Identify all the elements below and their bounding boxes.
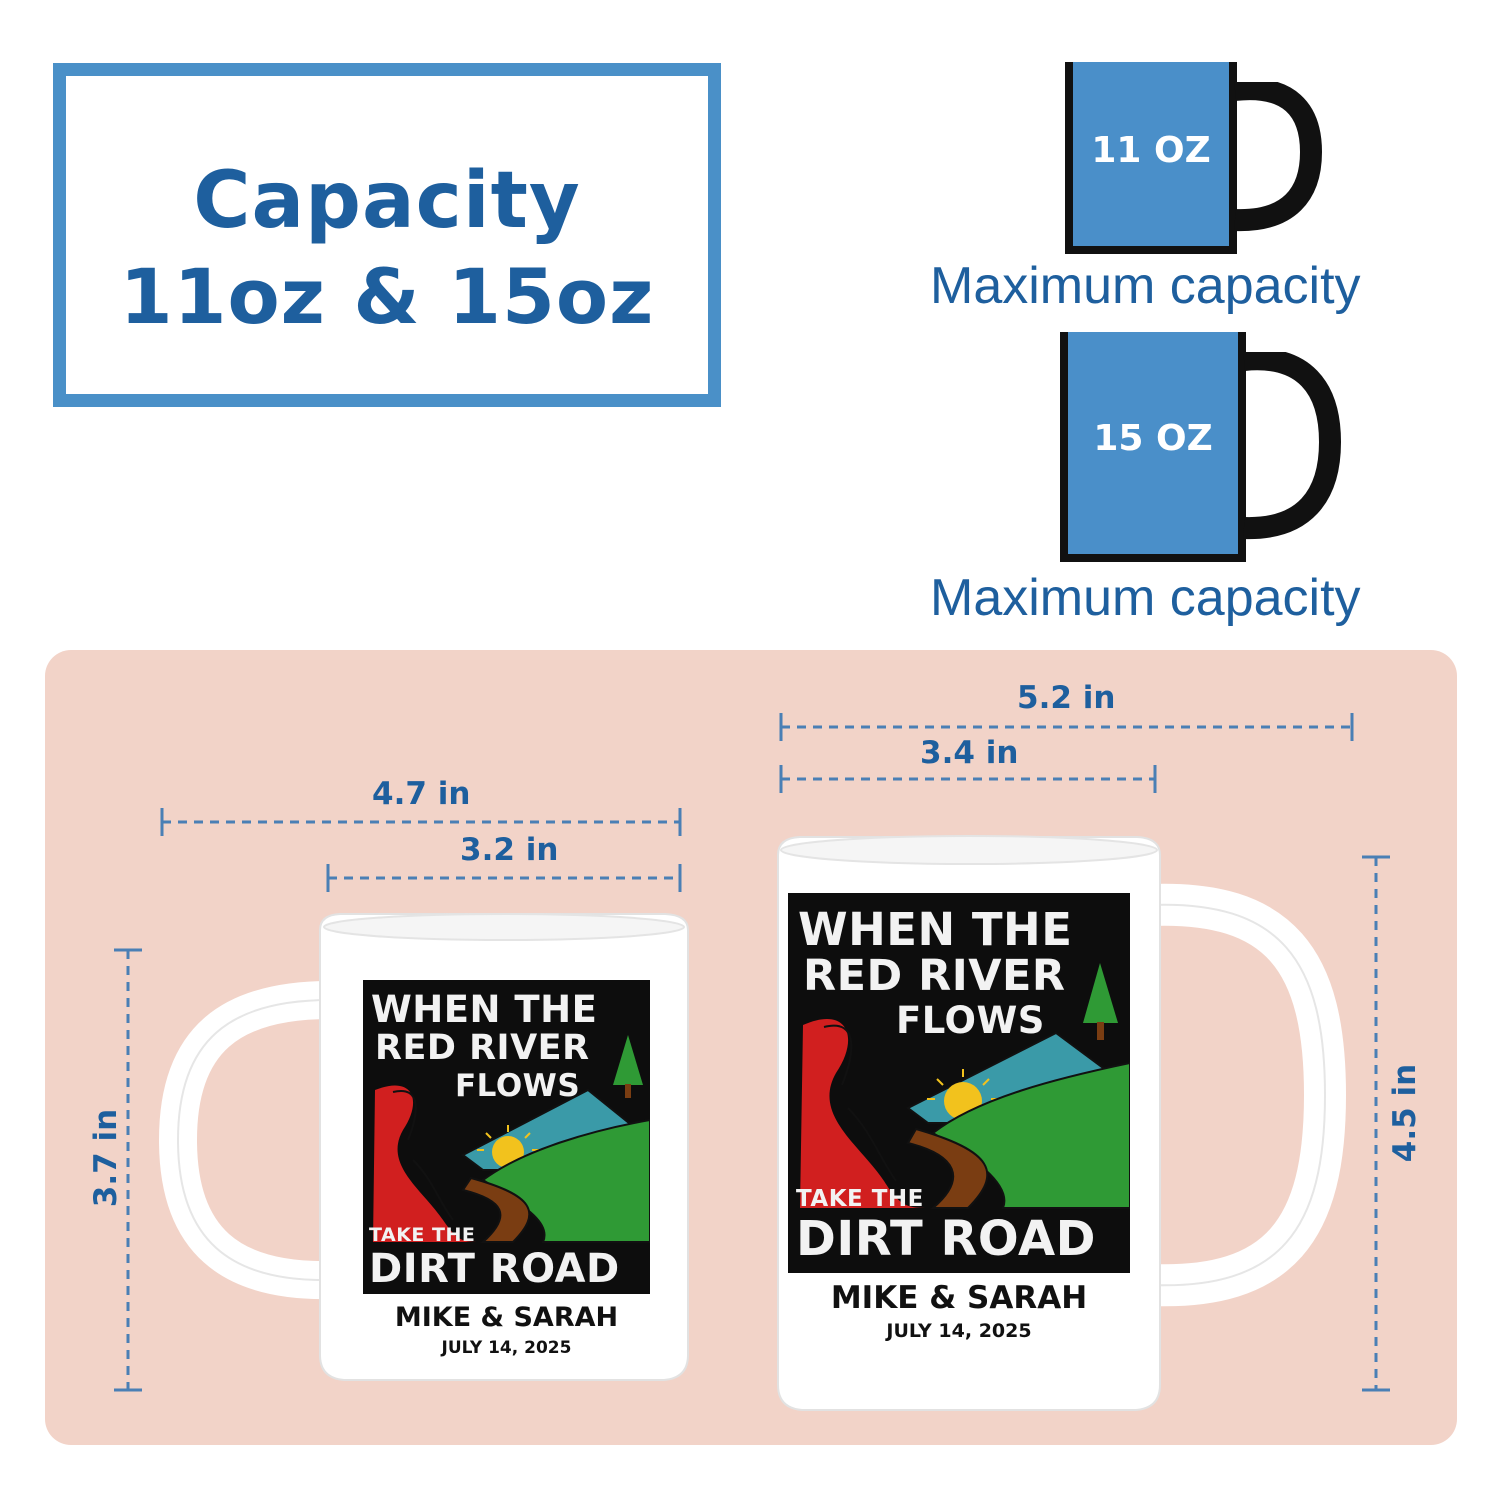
design-line-1: WHEN THE xyxy=(798,903,1073,956)
mug-11oz-label: 11 OZ xyxy=(1091,130,1211,171)
large-mug-design: WHEN THE RED RIVER FLOWS TAKE THE DIRT R… xyxy=(788,893,1130,1273)
large-mug-height: 4.5 in xyxy=(1387,1063,1423,1163)
design-line-3: FLOWS xyxy=(455,1068,581,1104)
small-mug-total-width: 4.7 in xyxy=(372,776,471,812)
capacity-caption-11oz: Maximum capacity xyxy=(930,257,1361,315)
mug-15oz-label: 15 OZ xyxy=(1093,418,1213,459)
large-mug-body-width: 3.4 in xyxy=(920,735,1019,771)
design-line-3: FLOWS xyxy=(896,999,1045,1042)
capacity-title: Capacity xyxy=(193,156,581,246)
design-line-4: TAKE THE xyxy=(369,1224,476,1246)
large-mug-handle xyxy=(1149,883,1347,1307)
mug-11oz-handle xyxy=(1234,82,1323,232)
dimension-panel xyxy=(45,650,1457,1445)
large-mug-names: MIKE & SARAH xyxy=(830,1280,1088,1316)
river-icon xyxy=(373,1085,483,1242)
road-icon xyxy=(461,1176,531,1243)
design-line-4: TAKE THE xyxy=(796,1186,924,1212)
small-mug-date: JULY 14, 2025 xyxy=(441,1338,572,1358)
small-mug-rim xyxy=(323,913,685,941)
capacity-box: Capacity 11oz & 15oz xyxy=(53,63,721,407)
tree-icon xyxy=(613,1035,643,1098)
design-line-1: WHEN THE xyxy=(371,988,598,1031)
design-line-5: DIRT ROAD xyxy=(369,1246,620,1292)
large-mug-rim xyxy=(780,835,1158,865)
large-mug-date: JULY 14, 2025 xyxy=(886,1320,1032,1342)
large-mug-total-width: 5.2 in xyxy=(1017,680,1116,716)
mug-11oz-icon: 11 OZ xyxy=(1065,62,1325,262)
small-mug-design: WHEN THE RED RIVER FLOWS TAKE THE DIRT R… xyxy=(363,980,650,1294)
capacity-caption-15oz: Maximum capacity xyxy=(930,569,1361,627)
design-line-2: RED RIVER xyxy=(375,1028,590,1068)
small-mug-height: 3.7 in xyxy=(88,1108,124,1208)
capacity-sizes: 11oz & 15oz xyxy=(119,252,655,341)
small-mug-names: MIKE & SARAH xyxy=(394,1302,619,1333)
small-mug-handle xyxy=(158,981,331,1300)
mug-15oz-body: 15 OZ xyxy=(1060,332,1246,562)
design-line-5: DIRT ROAD xyxy=(796,1211,1096,1267)
mug-15oz-icon: 15 OZ xyxy=(1060,332,1350,572)
mug-11oz-body: 11 OZ xyxy=(1065,62,1237,254)
tree-icon xyxy=(1083,963,1118,1040)
design-landscape xyxy=(800,963,1130,1209)
mug-15oz-handle xyxy=(1243,352,1342,540)
river-icon xyxy=(800,1018,933,1208)
design-landscape xyxy=(373,1035,650,1243)
road-icon xyxy=(906,1127,989,1209)
design-line-2: RED RIVER xyxy=(803,951,1066,1001)
small-mug-body-width: 3.2 in xyxy=(460,832,559,868)
